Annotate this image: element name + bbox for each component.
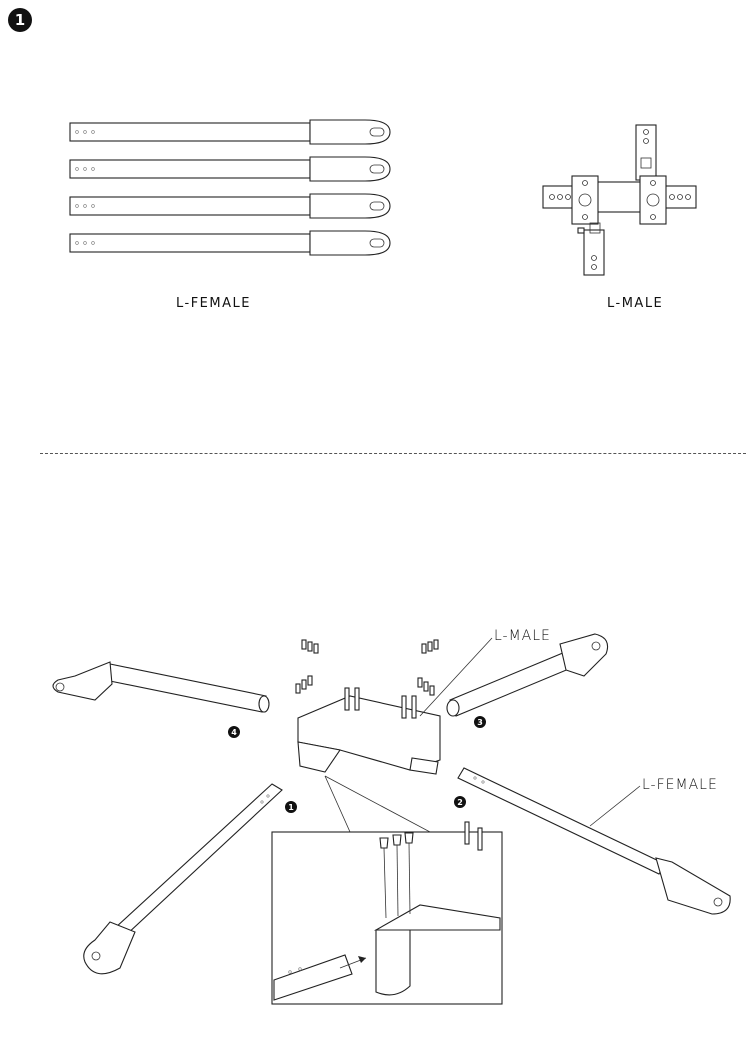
screw-set-mid-left	[296, 676, 312, 693]
step-number-badge: 1	[8, 8, 32, 32]
callout-male-label: L-MALE	[494, 628, 551, 644]
arm-4-drawing	[53, 662, 269, 712]
arm-number-4: 4	[228, 726, 240, 738]
female-part-label: L-FEMALE	[176, 296, 251, 311]
assembly-exploded-view	[0, 600, 746, 1020]
callout-female-label: L-FEMALE	[642, 777, 718, 793]
screw-set-top-left	[302, 640, 318, 653]
arm-number-1: 1	[285, 801, 297, 813]
male-part-label: L-MALE	[607, 296, 663, 311]
detail-inset	[272, 822, 502, 1004]
arm-number-3: 3	[474, 716, 486, 728]
female-arm-1	[70, 120, 390, 144]
female-arm-3	[70, 194, 390, 218]
female-arm-2	[70, 157, 390, 181]
section-divider	[40, 453, 746, 454]
arm-1-drawing	[84, 784, 282, 974]
arm-3-drawing	[447, 634, 608, 716]
female-arms-illustration	[60, 110, 400, 270]
screw-set-mid-right	[418, 678, 434, 695]
screw-set-top-right	[422, 640, 438, 653]
center-hub-drawing	[298, 688, 440, 774]
arm-number-2: 2	[454, 796, 466, 808]
male-hub-illustration	[540, 120, 700, 280]
female-arm-4	[70, 231, 390, 255]
